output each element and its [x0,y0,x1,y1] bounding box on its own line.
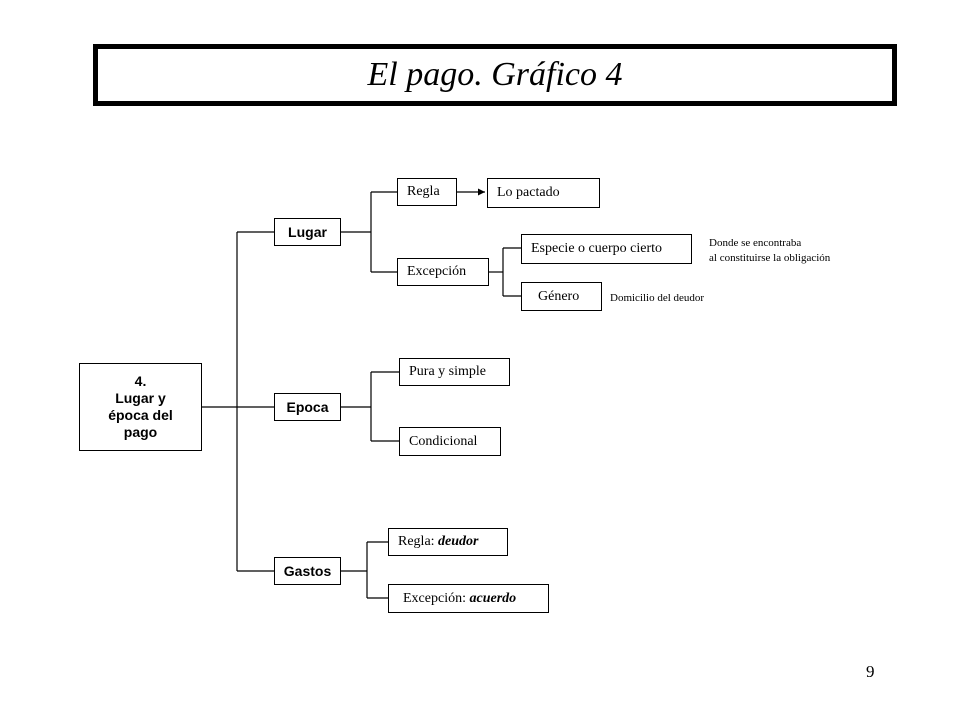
title-frame: El pago. Gráfico 4 [93,44,897,106]
page-number: 9 [866,662,875,681]
node-especie: Especie o cuerpo cierto [521,234,692,264]
node-regla: Regla [397,178,457,206]
node-lugar: Lugar [274,218,341,246]
node-gastos: Gastos [274,557,341,585]
node-condicional: Condicional [399,427,501,456]
root-label-line3: época del [108,407,173,423]
page-title: El pago. Gráfico 4 [367,56,623,93]
root-label-line1: 4. [134,373,147,389]
node-lo-pactado: Lo pactado [487,178,600,208]
node-gastos-regla: Regla: deudor [388,528,508,556]
especie-note-line2: al constituirse la obligación [709,252,831,264]
genero-note: Domicilio del deudor [610,292,705,304]
gastos-regla-prefix: Regla: [398,534,439,549]
gastos-regla-value: deudor [438,534,479,549]
node-excepcion: Excepción [397,258,489,286]
gastos-excepcion-prefix: Excepción: [403,590,470,606]
node-gastos-excepcion: Excepción: acuerdo [388,584,549,613]
node-pura-y-simple: Pura y simple [399,358,510,386]
gastos-excepcion-value: acuerdo [469,590,517,606]
root-label-line2: Lugar y [115,390,166,406]
node-epoca: Epoca [274,393,341,421]
node-genero: Género [521,282,602,311]
root-node: 4. Lugar y época del pago [79,363,202,451]
root-label-line4: pago [123,424,158,440]
especie-note-line1: Donde se encontraba [709,237,802,249]
especie-note: Donde se encontraba al constituirse la o… [709,236,830,266]
